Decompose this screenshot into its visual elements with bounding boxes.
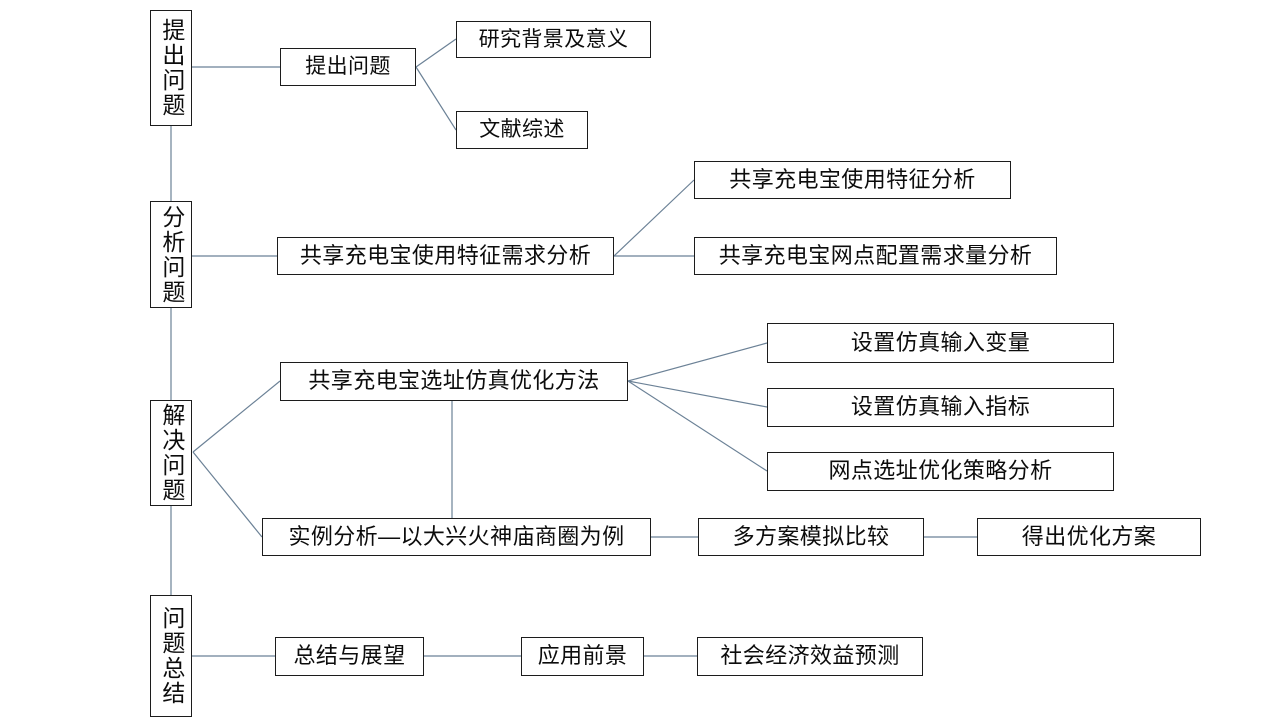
link-method-to-indicators [627, 380, 768, 408]
stage-analyze-label: 分析问题 [158, 204, 185, 305]
node-application-label: 应用前景 [537, 643, 628, 669]
node-simulation-method[interactable]: 共享充电宝选址仿真优化方法 [280, 362, 628, 401]
node-demand-analysis-label: 共享充电宝使用特征需求分析 [299, 242, 592, 268]
node-input-indicators[interactable]: 设置仿真输入指标 [767, 388, 1114, 427]
node-optimal-scheme-label: 得出优化方案 [1021, 523, 1157, 549]
node-usage-feature[interactable]: 共享充电宝使用特征分析 [694, 161, 1011, 199]
link-demand-to-usage [613, 179, 695, 257]
node-case-study-label: 实例分析—以大兴火神庙商圈为例 [288, 523, 625, 549]
node-conclusion-label: 总结与展望 [293, 643, 406, 669]
node-background-label: 研究背景及意义 [478, 27, 629, 51]
stage-raise-label: 提出问题 [158, 18, 185, 118]
stage-summary-label: 问题总结 [158, 606, 185, 706]
node-raise-question-label: 提出问题 [305, 55, 391, 79]
link-question-to-background [415, 38, 457, 68]
node-multi-scheme[interactable]: 多方案模拟比较 [698, 518, 924, 556]
link-method-to-variables [627, 342, 768, 382]
node-benefit-forecast[interactable]: 社会经济效益预测 [697, 637, 923, 676]
link-solve-to-case [192, 451, 263, 538]
node-simulation-method-label: 共享充电宝选址仿真优化方法 [308, 368, 600, 394]
stage-solve-label: 解决问题 [158, 403, 185, 503]
node-input-indicators-label: 设置仿真输入指标 [850, 394, 1031, 420]
node-case-study[interactable]: 实例分析—以大兴火神庙商圈为例 [262, 518, 651, 556]
node-benefit-forecast-label: 社会经济效益预测 [720, 643, 900, 669]
node-conclusion[interactable]: 总结与展望 [275, 637, 424, 676]
node-strategy-analysis[interactable]: 网点选址优化策略分析 [767, 452, 1114, 491]
node-literature-label: 文献综述 [479, 118, 565, 142]
node-site-demand-label: 共享充电宝网点配置需求量分析 [718, 242, 1033, 268]
link-question-to-literature [415, 66, 457, 131]
node-multi-scheme-label: 多方案模拟比较 [732, 523, 890, 549]
stage-raise[interactable]: 提出问题 [150, 10, 192, 126]
node-strategy-analysis-label: 网点选址优化策略分析 [828, 458, 1053, 484]
link-solve-to-method [192, 380, 281, 453]
node-site-demand[interactable]: 共享充电宝网点配置需求量分析 [694, 237, 1057, 275]
node-demand-analysis[interactable]: 共享充电宝使用特征需求分析 [277, 237, 614, 275]
node-input-variables[interactable]: 设置仿真输入变量 [767, 323, 1114, 363]
node-raise-question[interactable]: 提出问题 [280, 48, 416, 86]
node-input-variables-label: 设置仿真输入变量 [850, 329, 1031, 355]
node-optimal-scheme[interactable]: 得出优化方案 [977, 518, 1201, 556]
link-method-to-strategy [627, 380, 768, 472]
node-literature[interactable]: 文献综述 [456, 111, 588, 149]
stage-summary[interactable]: 问题总结 [150, 595, 192, 717]
stage-solve[interactable]: 解决问题 [150, 400, 192, 506]
stage-analyze[interactable]: 分析问题 [150, 201, 192, 308]
node-usage-feature-label: 共享充电宝使用特征分析 [729, 166, 976, 192]
node-background[interactable]: 研究背景及意义 [456, 21, 651, 58]
node-application[interactable]: 应用前景 [521, 637, 644, 676]
